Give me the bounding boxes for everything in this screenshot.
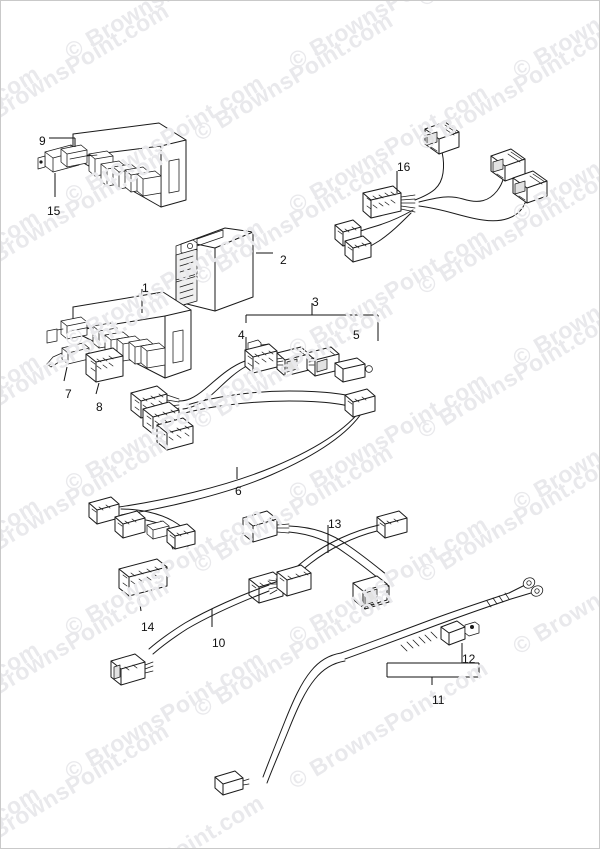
callout-number-13: 13 bbox=[328, 517, 342, 531]
part-2-ecu-control-unit bbox=[175, 227, 254, 312]
part-3-connector-group bbox=[244, 303, 379, 383]
callout-number-3: 3 bbox=[312, 295, 319, 309]
callout-leader-lines bbox=[49, 137, 273, 313]
part-7-bullet-terminal-lead bbox=[46, 342, 90, 382]
callout-number-10: 10 bbox=[212, 636, 226, 650]
callout-number-12: 12 bbox=[462, 652, 476, 666]
callout-number-15: 15 bbox=[47, 204, 61, 218]
callout-number-4: 4 bbox=[238, 328, 245, 342]
callout-number-16: 16 bbox=[397, 160, 411, 174]
part-8-multi-pin-connector bbox=[85, 347, 124, 395]
callout-number-11: 11 bbox=[432, 693, 445, 707]
part-6-main-wiring-harness bbox=[88, 360, 376, 550]
callout-number-7: 7 bbox=[65, 387, 72, 401]
part-10-sensor-lead-harness bbox=[110, 564, 312, 686]
callout-number-1: 1 bbox=[142, 281, 149, 295]
callout-number-9: 9 bbox=[39, 134, 46, 148]
part-16-ignition-coil-harness bbox=[334, 121, 548, 263]
callout-number-6: 6 bbox=[235, 484, 242, 498]
part-14-flat-multi-pin-connector bbox=[118, 558, 168, 612]
callout-number-8: 8 bbox=[96, 400, 103, 414]
part-9-relay-fuse-holder bbox=[60, 122, 187, 208]
part-12-cable-clamp-terminal bbox=[400, 620, 480, 652]
callout-number-2: 2 bbox=[280, 253, 287, 267]
callout-number-5: 5 bbox=[353, 328, 360, 342]
callout-number-14: 14 bbox=[141, 620, 155, 634]
part-11-battery-cable-assembly bbox=[214, 575, 544, 796]
